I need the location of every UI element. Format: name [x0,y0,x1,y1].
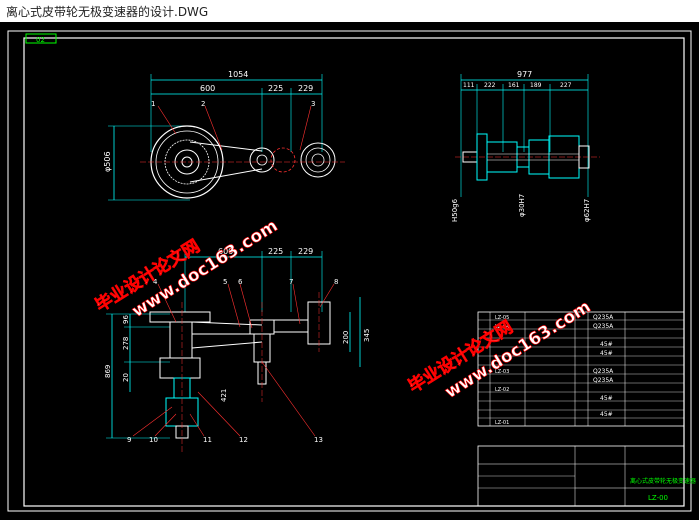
front-dim-c: 229 [298,84,313,93]
bom-code-1: LZ-04 [495,324,509,330]
sheet-tag: 02 [36,36,45,44]
title-block: 离心式皮带轮无极变速器 LZ-00 [477,445,696,507]
bottom-dim-b: 225 [268,247,283,256]
side-dia-1: φ30H7 [518,194,526,217]
bom-material-3: 45# [600,350,613,357]
bom-material-4: Q235A [593,368,614,375]
window-title: 离心式皮带轮无极变速器的设计.DWG [6,5,209,19]
drawing-number: LZ-00 [648,494,668,502]
bom-code-3: LZ-02 [495,387,509,393]
front-view: 1054 600 225 229 φ506 1 2 3 [103,70,345,201]
window-titlebar: 离心式皮带轮无极变速器的设计.DWG [0,0,699,23]
bom-material-5: Q235A [593,377,614,384]
bottom-dim-a: 600 [218,247,233,256]
cad-canvas[interactable]: 02 1054 600 225 229 φ506 [0,22,699,516]
callout-4: 4 [153,278,158,286]
front-dia: φ506 [103,151,112,172]
bottom-right-dim-1: 345 [363,329,371,342]
bom-code-2: LZ-03 [495,369,509,375]
side-view: 977 111 222 161 189 227 H50g6 φ30H7 φ62H… [451,70,600,222]
bottom-left-dim-1: 278 [122,337,130,350]
watermark-right: 毕业设计论文网 www.doc163.com [404,297,595,403]
bom-material-6: 45# [600,395,613,402]
bom-code-4: LZ-01 [495,420,509,426]
callout-5: 5 [223,278,227,286]
watermark-left: 毕业设计论文网 www.doc163.com [91,216,282,322]
bottom-left-dim-0: 96 [122,315,130,324]
callout-10: 10 [149,436,158,444]
bom-material-7: 45# [600,411,613,418]
bom-material-2: 45# [600,341,613,348]
side-dim-1: 222 [484,82,496,89]
bottom-view: 600 225 229 96 278 20 869 [104,247,371,452]
front-dim-a: 600 [200,84,215,93]
callout-7: 7 [289,278,293,286]
outer-frame [7,30,692,512]
callout-8: 8 [334,278,338,286]
bom-material-1: Q235A [593,323,614,330]
bom-table: Q235A Q235A 45# 45# Q235A Q235A 45# 45# … [477,311,685,427]
callout-6: 6 [238,278,243,286]
drawing-svg: 02 1054 600 225 229 φ506 [7,30,696,512]
side-dim-2: 161 [508,82,520,89]
side-dim-0: 111 [463,82,475,89]
bottom-left-dim-3: 869 [104,365,112,378]
side-dim-total: 977 [517,70,532,79]
callout-12: 12 [239,436,248,444]
bottom-mid-dim: 421 [220,389,228,402]
bottom-left-dim-2: 20 [122,373,130,382]
inner-frame [23,37,685,507]
side-dim-3: 189 [530,82,542,89]
bottom-right-dim-0: 200 [342,331,350,344]
callout-13: 13 [314,436,323,444]
sheet-tag-box [25,33,57,44]
bottom-dim-c: 229 [298,247,313,256]
callout-3: 3 [311,100,315,108]
side-dim-4: 227 [560,82,572,89]
bom-code-0: LZ-05 [495,315,509,321]
callout-11: 11 [203,436,212,444]
side-dia-0: H50g6 [451,198,459,222]
front-dim-b: 225 [268,84,283,93]
callout-9: 9 [127,436,131,444]
bom-material-0: Q235A [593,314,614,321]
front-dim-total: 1054 [228,70,248,79]
title-cell: 离心式皮带轮无极变速器 [630,477,696,485]
side-dia-2: φ62H7 [583,199,591,222]
callout-2: 2 [201,100,205,108]
callout-1: 1 [151,100,155,108]
